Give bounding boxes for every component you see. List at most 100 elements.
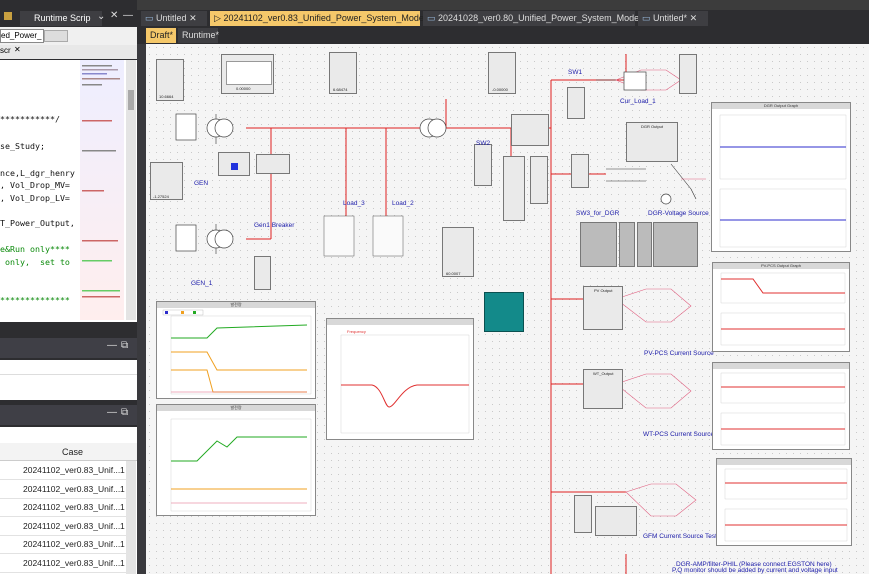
sub-tab-bar: Draft* Runtime*	[137, 27, 869, 44]
case-index-cell: 1	[120, 483, 125, 494]
graph-title: PV-PCS Output Graph	[713, 263, 849, 269]
meter-value: -1.27524	[153, 194, 169, 199]
case-scrollbar[interactable]	[126, 461, 136, 574]
left-panel: Runtime Scrip ⌄ ✕ — ed_Power_ scr ✕ ****…	[0, 0, 137, 574]
diagram-icon: ▭	[427, 13, 436, 23]
gauge-meter[interactable]: 0.00000	[221, 54, 274, 94]
minimize-icon[interactable]: —	[123, 10, 133, 21]
table-row[interactable]: 20241102_ver0.83_Unif...1	[0, 461, 126, 480]
case-table-header: Case	[0, 443, 137, 461]
tab-untitled-star[interactable]: ▭ Untitled* ✕	[638, 11, 708, 26]
meter-panel[interactable]	[580, 222, 617, 267]
code-line: ***********/	[0, 114, 60, 124]
graph-wt-pcs[interactable]	[712, 362, 850, 450]
control-block[interactable]	[484, 292, 524, 332]
graph-power-2[interactable]: 발전량	[156, 404, 316, 516]
slider-panel[interactable]	[530, 156, 548, 204]
minimap[interactable]	[80, 60, 124, 320]
label-cur-load1: Cur_Load_1	[620, 98, 656, 105]
tab-untitled[interactable]: ▭ Untitled ✕	[141, 11, 207, 26]
dropdown-button[interactable]	[44, 30, 68, 42]
diagram-icon: ▭	[145, 13, 154, 23]
tab-label: 20241102_ver0.83_Unified_Power_System_Mo…	[223, 13, 430, 23]
pv-output-panel[interactable]: PV Output	[583, 286, 623, 330]
meter-panel[interactable]	[637, 222, 652, 267]
chevron-down-icon[interactable]: ⌄	[97, 11, 106, 22]
scrollbar-thumb[interactable]	[128, 90, 134, 110]
table-row[interactable]: 20241102_ver0.83_Unif...1	[0, 480, 126, 499]
table-row[interactable]: 20241102_ver0.83_Unif...1	[0, 554, 126, 573]
slider-panel[interactable]	[503, 156, 525, 221]
tab-draft[interactable]: Draft*	[146, 28, 176, 43]
code-line: only, set to	[0, 257, 70, 267]
meter-panel[interactable]	[653, 222, 698, 267]
graph-dgr-output[interactable]: DGR Output Graph	[711, 102, 851, 252]
schematic-canvas[interactable]: 10.6664 0.00000 6.68474 -0.00000 -1.2752…	[146, 44, 869, 574]
code-line: e&Run only****	[0, 244, 70, 254]
code-line: T_Power_Output,	[0, 218, 75, 228]
file-select[interactable]: ed_Power_	[0, 29, 44, 43]
graph-power-1[interactable]: 발전량	[156, 301, 316, 399]
code-line: nce,L_dgr_henry	[0, 168, 75, 178]
close-icon[interactable]: ✕	[689, 13, 698, 23]
left-tab-bar: Runtime Scrip ⌄ ✕ —	[0, 10, 137, 26]
case-index-cell: 1	[120, 557, 125, 568]
graph-plot	[340, 334, 470, 434]
meter-panel[interactable]	[619, 222, 635, 267]
play-icon: ▷	[214, 13, 221, 23]
legend-frequency: Frequency	[347, 329, 366, 334]
graph-pv-pcs[interactable]: PV-PCS Output Graph	[712, 262, 850, 352]
gauge-meter[interactable]: 10.6664	[156, 59, 184, 101]
maximize-icon[interactable]: ⧉	[121, 407, 129, 418]
meter-panel[interactable]	[595, 506, 637, 536]
dgr-output-panel[interactable]: DGR Output	[626, 122, 678, 162]
graph-frequency[interactable]: Frequency	[326, 318, 474, 440]
tab-model-0-80[interactable]: ▭ 20241028_ver0.80_Unified_Power_System_…	[423, 11, 655, 26]
diagram-icon: ▭	[642, 13, 651, 23]
knob-switch[interactable]	[571, 154, 589, 188]
tab-scr[interactable]: scr	[0, 46, 11, 55]
close-icon[interactable]: ✕	[14, 45, 21, 54]
meter-value: 60.0007	[446, 271, 461, 276]
vertical-scrollbar[interactable]	[126, 60, 136, 320]
tab-runtime[interactable]: Runtime*	[178, 28, 219, 43]
tab-runtime-script[interactable]: Runtime Scrip	[20, 11, 102, 26]
minimize-icon[interactable]: —	[107, 340, 117, 351]
case-index-cell: 1	[120, 520, 125, 531]
script-icon	[4, 12, 12, 20]
frequency-gauge[interactable]: 60.0007	[442, 227, 474, 277]
close-icon[interactable]: ✕	[189, 13, 197, 23]
case-cell: 20241102_ver0.83_Unif...	[23, 483, 121, 494]
code-editor[interactable]: ***********/ se_Study; nce,L_dgr_henry ,…	[0, 60, 137, 322]
graph-plot	[720, 272, 846, 346]
tab-label: Untitled	[156, 13, 187, 23]
knob-switch[interactable]	[574, 495, 592, 533]
label-gfm: GFM Current Source Test	[643, 533, 717, 540]
table-row[interactable]: 20241102_ver0.83_Unif...1	[0, 535, 126, 554]
graph-plot	[719, 114, 847, 248]
script-tab-row: scr ✕	[0, 45, 137, 59]
close-icon[interactable]: ✕	[110, 10, 119, 21]
gauge-meter[interactable]: -1.27524	[150, 162, 183, 200]
gauge-meter[interactable]	[511, 114, 549, 146]
label-sw2: SW2	[476, 140, 491, 147]
indicator-box[interactable]	[474, 144, 492, 186]
label-dgr-vsrc: DGR-Voltage Source	[648, 210, 709, 217]
gauge-meter[interactable]: 6.68474	[329, 52, 357, 94]
wt-output-panel[interactable]: WT_Output	[583, 369, 623, 409]
meter-value: 0.00000	[236, 86, 251, 91]
graph-gfm[interactable]	[716, 458, 852, 546]
tab-model-0-83[interactable]: ▷ 20241102_ver0.83_Unified_Power_System_…	[210, 11, 439, 26]
gauge-meter[interactable]: -0.00000	[488, 52, 516, 94]
knob-switch[interactable]	[254, 256, 271, 290]
table-row[interactable]: 20241102_ver0.83_Unif...1	[0, 517, 126, 536]
case-column-header[interactable]: Case	[62, 447, 84, 457]
minimize-icon[interactable]: —	[107, 407, 117, 418]
table-row[interactable]: 20241102_ver0.83_Unif...1	[0, 498, 126, 517]
value-display[interactable]	[256, 154, 290, 174]
indicator-box[interactable]	[679, 54, 697, 94]
knob-switch[interactable]	[567, 87, 585, 119]
maximize-icon[interactable]: ⧉	[121, 340, 129, 351]
indicator-box[interactable]	[218, 152, 250, 176]
schematic-wiring	[175, 54, 706, 574]
